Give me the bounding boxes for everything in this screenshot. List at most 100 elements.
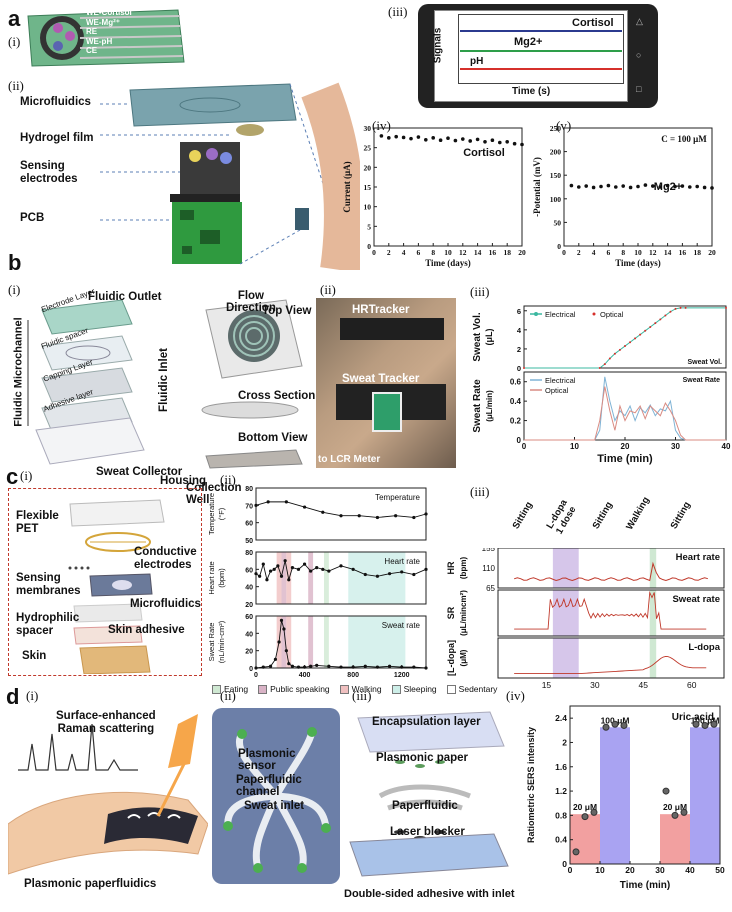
callout-top-view: Top View <box>262 305 312 317</box>
layer-stack-diagram <box>68 499 165 674</box>
data-point <box>394 514 398 518</box>
activity-legend: Eating Public speaking Walking Sleeping … <box>212 684 497 694</box>
data-point <box>695 184 699 189</box>
electrode-label: RE <box>86 27 98 37</box>
x-tick-label: 800 <box>347 672 359 679</box>
series-point-optical <box>598 367 601 369</box>
exploded-paper-stack <box>349 711 509 877</box>
data-point <box>701 721 709 729</box>
bar <box>600 727 630 864</box>
panel-a-sub-ii: (ii) <box>8 78 24 93</box>
data-point <box>387 572 392 576</box>
data-point <box>606 183 611 188</box>
data-point <box>412 665 416 669</box>
data-point <box>363 572 367 577</box>
y-axis-label-unit: (°F) <box>217 507 226 520</box>
y-tick-label: 60 <box>245 567 253 574</box>
series-point-optical <box>679 306 682 309</box>
legend-label: Walking <box>351 684 382 694</box>
data-point <box>287 578 291 582</box>
y-tick-label: 0 <box>562 859 567 869</box>
data-point <box>692 720 700 728</box>
data-point <box>680 184 685 188</box>
panel-c-sub-ii: (ii) <box>220 472 236 487</box>
x-tick-label: 14 <box>664 248 672 257</box>
stack-label-electrodes: Conductive electrodes <box>134 546 197 571</box>
data-point <box>505 139 509 144</box>
x-tick-label: 18 <box>693 248 701 257</box>
bar-label: 20 μM <box>573 802 597 812</box>
layer-label-microfluidics: Microfluidics <box>20 96 91 108</box>
data-point <box>375 665 380 669</box>
data-point <box>309 569 313 573</box>
data-point <box>327 664 331 668</box>
activity-band <box>281 616 287 668</box>
legend-item-sleeping: Sleeping <box>391 684 437 694</box>
data-point <box>400 570 404 574</box>
trace-label-ph: pH <box>470 56 484 67</box>
data-point <box>643 183 648 187</box>
electrode-label: WE-pH <box>86 36 113 46</box>
x-tick-label: 20 <box>625 865 635 875</box>
data-point <box>584 184 588 188</box>
label-plasmonic-paperfluidics: Plasmonic paperfluidics <box>24 878 157 890</box>
data-point <box>424 567 428 571</box>
data-point <box>577 185 581 189</box>
x-tick-label: 10 <box>595 865 605 875</box>
trace-cortisol <box>460 30 622 32</box>
bar-label: 100 μM <box>601 715 630 725</box>
series-point-optical <box>603 363 606 366</box>
panel-d-sub-iii: (iii) <box>352 688 372 703</box>
data-point <box>268 664 273 668</box>
data-point <box>490 138 495 142</box>
y-tick-label: 80 <box>245 486 253 493</box>
x-tick-label: 40 <box>722 442 731 451</box>
data-point <box>279 574 284 578</box>
data-point <box>665 183 670 188</box>
y-axis-label-unit: (bpm) <box>217 568 226 588</box>
y-axis-label: SR <box>446 606 456 619</box>
series-point-optical <box>649 325 652 328</box>
x-axis-label: Time (days) <box>615 258 661 268</box>
callout-fluidic-inlet: Fluidic Inlet <box>157 348 170 412</box>
x-tick-label: 6 <box>607 248 611 257</box>
y-tick-label: 30 <box>364 124 372 133</box>
y-tick-label: 155 <box>482 548 496 553</box>
stack-label-microfluidics: Microfluidics <box>130 598 201 610</box>
data-point <box>412 572 416 577</box>
y-tick-label: 2 <box>517 345 521 354</box>
label-sers: Surface-enhanced Raman scattering <box>56 710 156 735</box>
chart-title: Cortisol <box>463 147 505 159</box>
label-plasmonic-paper: Plasmonic paper <box>376 752 469 764</box>
data-point <box>591 185 596 190</box>
data-point <box>636 184 640 189</box>
data-point <box>621 184 625 188</box>
data-point <box>273 657 278 661</box>
panel-letter-a: a <box>8 6 21 31</box>
phone-screen <box>434 10 628 102</box>
data-point <box>309 664 313 668</box>
x-tick-label: 0 <box>522 442 527 451</box>
data-point <box>658 185 662 189</box>
y-tick-label: 50 <box>245 538 253 545</box>
activity-band <box>348 616 406 668</box>
bar-label: 20 μM <box>663 802 687 812</box>
data-point <box>498 140 502 145</box>
panel-a-sub-iii: (iii) <box>388 4 408 19</box>
data-point <box>599 184 603 189</box>
data-point <box>321 567 325 571</box>
plot-frame <box>497 637 725 679</box>
data-point <box>680 808 688 816</box>
data-point <box>581 813 589 821</box>
x-tick-label: 8 <box>621 248 625 257</box>
data-point <box>628 185 633 190</box>
x-tick-label: 8 <box>431 248 435 257</box>
x-tick-label: 14 <box>474 248 482 257</box>
data-point <box>468 139 472 143</box>
legend-label: Sleeping <box>403 684 437 694</box>
data-point <box>265 578 269 582</box>
x-tick-label: 16 <box>679 248 687 257</box>
